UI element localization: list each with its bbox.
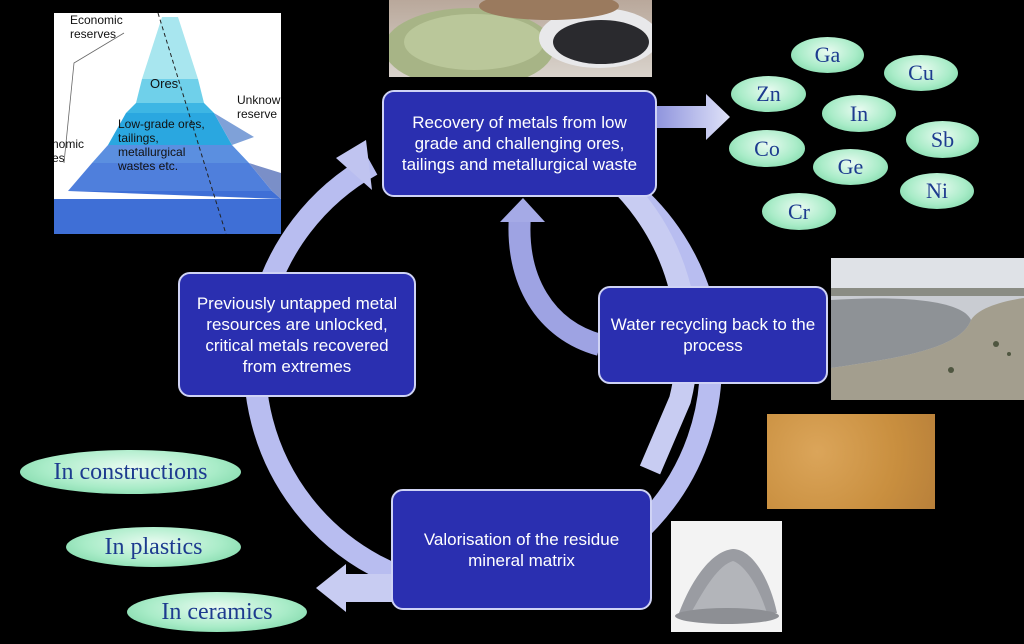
cycle-arrowhead bbox=[336, 140, 372, 190]
element-cu: Cu bbox=[884, 55, 958, 91]
water-recycling-box: Water recycling back to the process bbox=[598, 286, 828, 384]
element-ge: Ge bbox=[813, 149, 888, 185]
use-plastics: In plastics bbox=[66, 527, 241, 567]
valorisation-box: Valorisation of the residue mineral matr… bbox=[391, 489, 652, 610]
element-in: In bbox=[822, 95, 896, 132]
pyramid-label-economic-left: nomic es bbox=[54, 137, 85, 165]
water-return-arrow bbox=[508, 214, 604, 356]
grey-powder-photo bbox=[671, 521, 782, 632]
pyramid-graphic bbox=[54, 13, 281, 234]
pyramid-label-unknown-reserves: Unknow reserve bbox=[237, 93, 281, 121]
element-ga: Ga bbox=[791, 37, 864, 73]
pyramid-label-economic-reserves: Economic reserves bbox=[70, 13, 123, 41]
tailings-pond-photo bbox=[831, 258, 1024, 400]
untapped-resources-box: Previously untapped metal resources are … bbox=[178, 272, 416, 397]
output-arrow-left bbox=[316, 564, 392, 612]
element-co: Co bbox=[729, 130, 805, 167]
element-cr: Cr bbox=[762, 193, 836, 230]
recovery-box: Recovery of metals from low grade and ch… bbox=[382, 90, 657, 197]
powder-dishes-photo bbox=[389, 0, 652, 77]
element-ni: Ni bbox=[900, 173, 974, 209]
pyramid-label-low-grade: Low-grade ores, tailings, metallurgical … bbox=[118, 117, 205, 173]
output-arrow-right bbox=[656, 94, 730, 140]
pyramid-label-ores: Ores bbox=[150, 76, 179, 91]
sand-photo bbox=[767, 414, 935, 509]
use-constructions: In constructions bbox=[20, 450, 241, 494]
use-ceramics: In ceramics bbox=[127, 592, 307, 632]
element-sb: Sb bbox=[906, 121, 979, 158]
pyramid-figure: Economic reserves Ores Low-grade ores, t… bbox=[54, 13, 281, 234]
element-zn: Zn bbox=[731, 76, 806, 112]
